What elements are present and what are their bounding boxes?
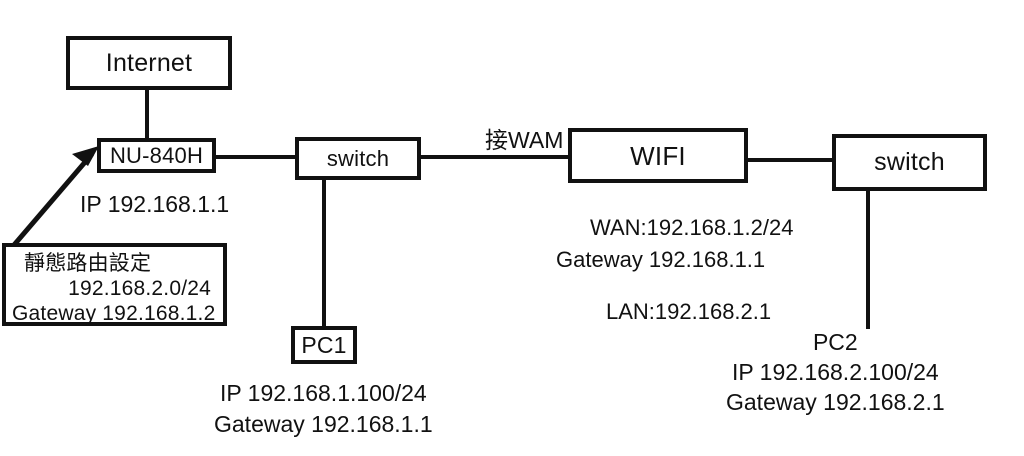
- router-ip-label: IP 192.168.1.1: [80, 191, 230, 217]
- pc1-ip-line: IP 192.168.1.100/24: [219, 380, 427, 406]
- link-switch1-pc1: [322, 178, 326, 328]
- pc2-ip-line: IP 192.168.2.100/24: [731, 359, 939, 385]
- static-route-network: 192.168.2.0/24: [68, 277, 211, 300]
- static-route-gateway: Gateway 192.168.1.2: [12, 302, 216, 325]
- pc1-gateway-line: Gateway 192.168.1.1: [214, 411, 433, 437]
- wifi-lan-line: LAN:192.168.2.1: [606, 299, 772, 324]
- wan-link-label: 接WAM: [483, 126, 566, 154]
- node-pc1-label: PC1: [301, 331, 347, 358]
- link-internet-router: [145, 88, 149, 140]
- node-wifi-label: WIFI: [630, 140, 686, 171]
- node-pc1[interactable]: PC1: [291, 326, 357, 364]
- link-switch2-pc2: [866, 189, 870, 329]
- node-switch-left-label: switch: [326, 145, 390, 171]
- node-switch-right-label: switch: [874, 148, 945, 176]
- node-switch-right[interactable]: switch: [832, 134, 987, 191]
- node-router-label: NU-840H: [109, 142, 204, 168]
- static-route-settings-box[interactable]: 靜態路由設定 192.168.2.0/24 Gateway 192.168.1.…: [2, 243, 227, 326]
- node-wifi-router[interactable]: WIFI: [568, 128, 748, 183]
- wifi-info-block: WAN:192.168.1.2/24 Gateway 192.168.1.1: [556, 212, 793, 276]
- wifi-lan-block: LAN:192.168.2.1: [566, 296, 771, 328]
- pc1-info-block: IP 192.168.1.100/24 Gateway 192.168.1.1: [214, 378, 433, 440]
- node-internet[interactable]: Internet: [66, 36, 232, 90]
- node-internet-label: Internet: [105, 48, 193, 77]
- pc2-name-label: PC2: [812, 329, 858, 355]
- static-route-arrow-icon: [6, 146, 99, 254]
- static-route-heading: 靜態路由設定: [24, 252, 152, 275]
- link-switch1-wifi: [419, 155, 570, 159]
- wifi-wan-line: WAN:192.168.1.2/24: [590, 215, 794, 240]
- node-router-nu840h[interactable]: NU-840H: [97, 138, 216, 173]
- node-switch-left[interactable]: switch: [295, 137, 421, 180]
- pc2-info-block: PC2 IP 192.168.2.100/24 Gateway 192.168.…: [726, 327, 945, 417]
- pc2-gateway-line: Gateway 192.168.2.1: [726, 389, 945, 415]
- wifi-gateway-line: Gateway 192.168.1.1: [556, 247, 766, 272]
- link-wifi-switch2: [746, 158, 834, 162]
- link-router-switch1: [213, 155, 297, 159]
